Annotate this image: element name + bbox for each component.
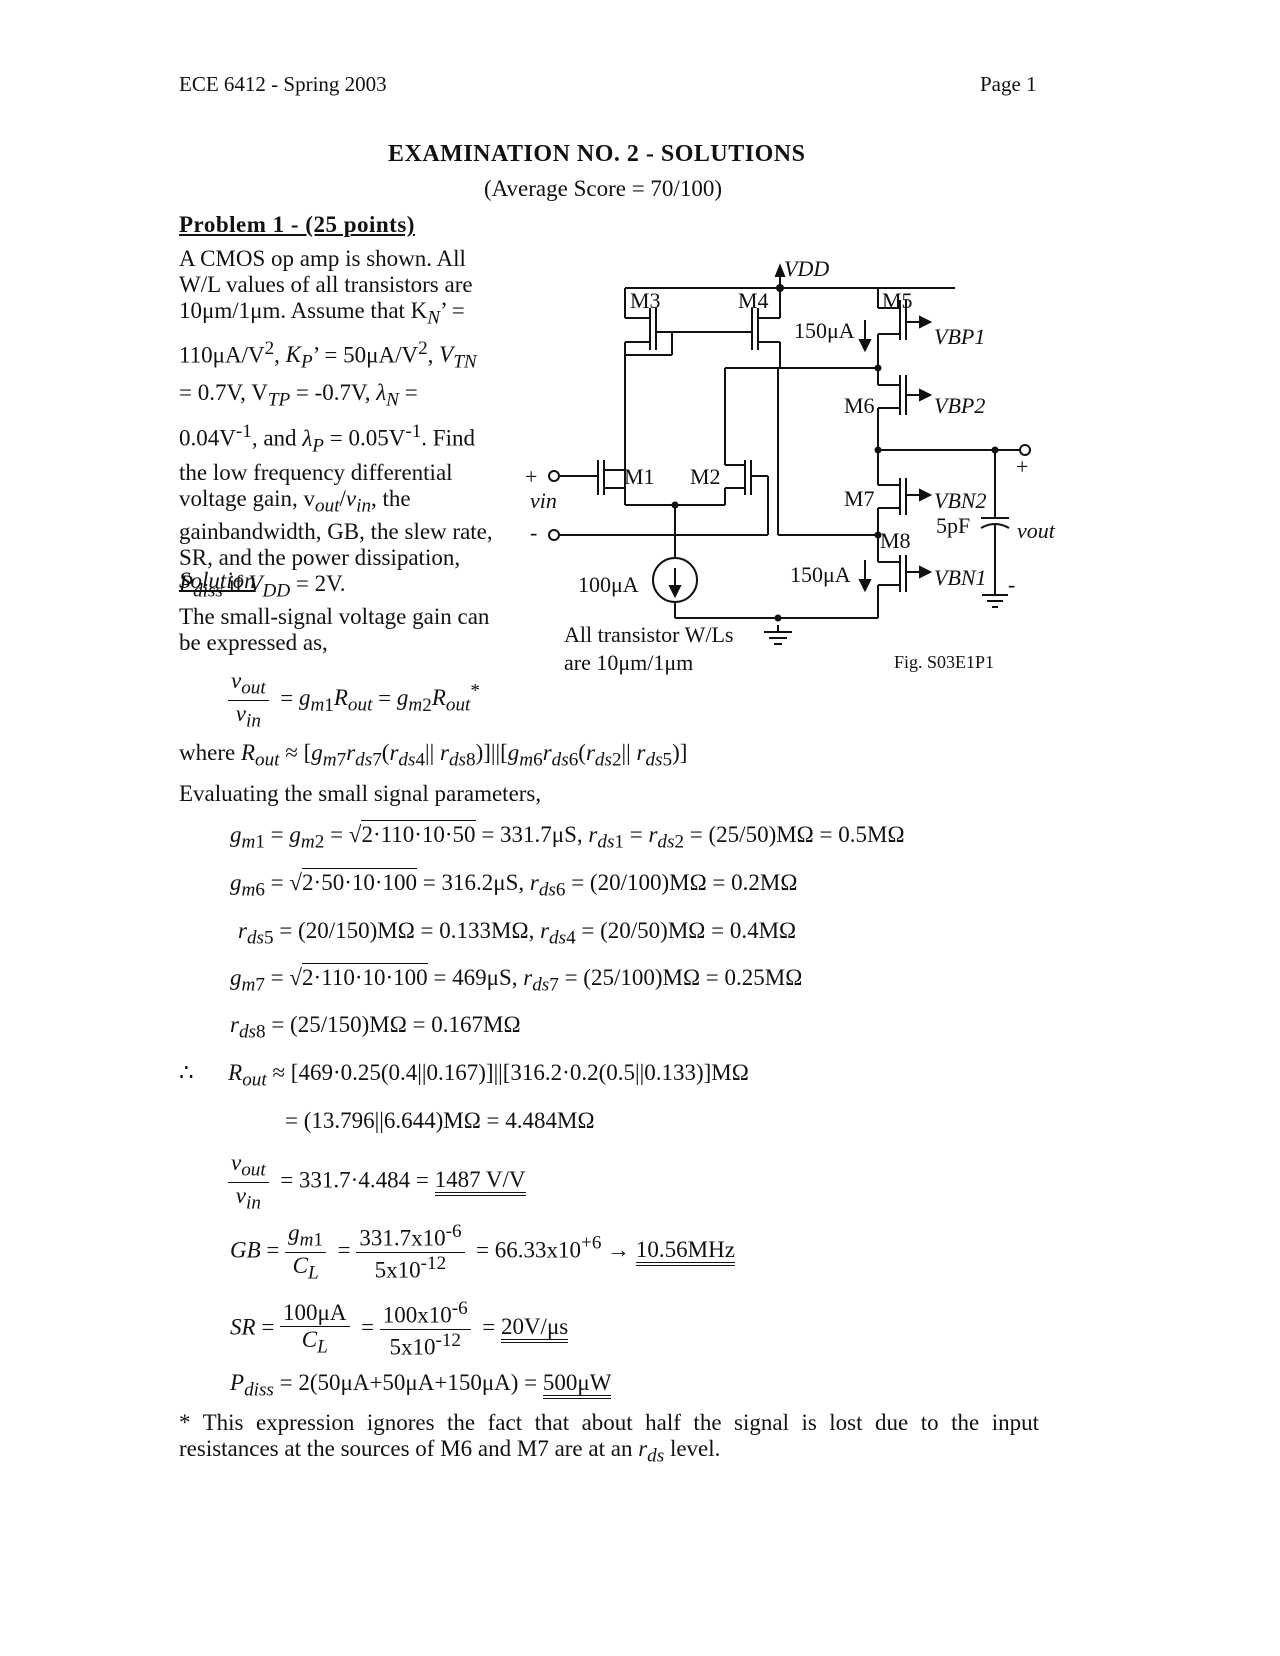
minus-out-label: -	[1008, 572, 1015, 597]
cap-label: 5pF	[936, 513, 970, 538]
statement-line: W/L values of all transistors are	[179, 272, 473, 297]
vbn1-label: VBN1	[934, 565, 987, 590]
figure-note-line1: All transistor W/Ls	[564, 622, 733, 647]
m6-label: M6	[844, 393, 875, 418]
plus-out-label: +	[1016, 454, 1028, 479]
vin-label: vin	[530, 488, 557, 513]
minus-in-label: -	[530, 520, 537, 545]
op-amp-schematic: VDD M3 M4 M5 150μA VBP1 M6 VBP2 M1 M2 + …	[525, 256, 1056, 675]
evaluating-text: Evaluating the small signal parameters,	[179, 781, 542, 806]
rout-definition: where Rout ≈ [gm7rds7(rds4|| rds8)]||[gm…	[179, 740, 688, 771]
problem-heading: Problem 1 - (25 points)	[179, 212, 415, 237]
where-word: where	[179, 740, 236, 765]
statement-line: SR, and the power dissipation,	[179, 545, 461, 571]
statement-line: 110μA/V2, KP’ = 50μA/V2, VTN	[179, 337, 477, 373]
average-score: (Average Score = 70/100)	[484, 176, 722, 201]
rout-evaluation: ∴ Rout ≈ [469·0.25(0.4||0.167)]||[316.2·…	[179, 1060, 749, 1091]
gm7-equation: gm7 = √2·110·10·100 = 469μS, rds7 = (25/…	[230, 963, 803, 996]
statement-line: 10μm/1μm. Assume that KN’ =	[179, 298, 465, 329]
statement-line: = 0.7V, VTP = -0.7V, λN =	[179, 379, 418, 411]
m4-label: M4	[738, 288, 769, 313]
gain-answer: 1487 V/V	[434, 1167, 526, 1197]
statement-line: the low frequency differential	[179, 459, 453, 485]
pdiss-answer: 500μW	[542, 1370, 612, 1399]
statement-line: gainbandwidth, GB, the slew rate,	[179, 519, 493, 545]
problem-statement: A CMOS op amp is shown. All W/L values o…	[179, 246, 519, 605]
footnote-line2: resistances at the sources of M6 and M7 …	[179, 1436, 721, 1467]
intro-line: The small-signal voltage gain can	[179, 604, 490, 629]
solution-intro: The small-signal voltage gain can be exp…	[179, 604, 489, 656]
statement-line: A CMOS op amp is shown. All	[179, 246, 466, 271]
vbp2-label: VBP2	[934, 393, 985, 418]
gb-answer: 10.56MHz	[635, 1237, 735, 1267]
m1-label: M1	[624, 464, 655, 489]
statement-line: voltage gain, vout/vin, the	[179, 485, 411, 517]
current-150-upper: 150μA	[794, 318, 855, 343]
sr-answer: 20V/μs	[500, 1314, 569, 1344]
rds5-equation: rds5 = (20/150)MΩ = 0.133MΩ, rds4 = (20/…	[238, 918, 797, 949]
rds8-equation: rds8 = (25/150)MΩ = 0.167MΩ	[230, 1012, 521, 1043]
plus-in-label: +	[525, 464, 537, 489]
figure-caption: Fig. S03E1P1	[894, 652, 994, 672]
gm1-equation: gm1 = gm2 = √2·110·10·50 = 331.7μS, rds1…	[230, 820, 905, 853]
vdd-label: VDD	[784, 256, 829, 281]
course-header: ECE 6412 - Spring 2003	[179, 72, 387, 96]
m3-label: M3	[630, 288, 661, 313]
intro-line: be expressed as,	[179, 630, 328, 655]
m8-label: M8	[880, 528, 911, 553]
footnote: * This expression ignores the fact that …	[179, 1410, 1039, 1470]
vbn2-label: VBN2	[934, 488, 987, 513]
m7-label: M7	[844, 486, 875, 511]
page-title: EXAMINATION NO. 2 - SOLUTIONS	[388, 141, 806, 167]
figure-note-line2: are 10μm/1μm	[564, 650, 693, 675]
m2-label: M2	[690, 464, 721, 489]
pdiss-result: Pdiss = 2(50μA+50μA+150μA) = 500μW	[230, 1370, 612, 1401]
m5-label: M5	[882, 288, 913, 313]
statement-line: Pdiss if VDD = 2V.	[179, 571, 346, 602]
rout-result: = (13.796||6.644)MΩ = 4.484MΩ	[285, 1108, 595, 1133]
current-150-lower: 150μA	[790, 562, 851, 587]
footnote-line1: * This expression ignores the fact that …	[179, 1410, 1039, 1435]
page-number: Page 1	[980, 72, 1037, 96]
statement-line: 0.04V-1, and λP = 0.05V-1. Find	[179, 421, 475, 457]
gm6-equation: gm6 = √2·50·10·100 = 316.2μS, rds6 = (20…	[230, 868, 798, 901]
vbp1-label: VBP1	[934, 324, 985, 349]
solution-label: Solution	[179, 568, 256, 593]
vout-label: vout	[1017, 518, 1056, 543]
current-100-label: 100μA	[578, 572, 639, 597]
